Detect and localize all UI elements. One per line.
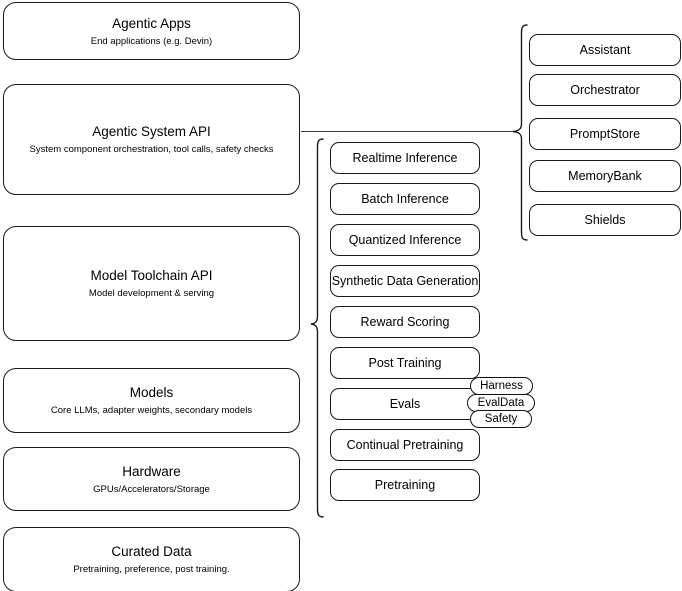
eval-pill-label: EvalData bbox=[477, 397, 525, 409]
layer-box-hardware[interactable]: Hardware GPUs/Accelerators/Storage bbox=[3, 447, 300, 511]
component-label: Shields bbox=[584, 213, 626, 227]
capability-label: Post Training bbox=[368, 356, 442, 370]
capability-box-continual-pretraining[interactable]: Continual Pretraining bbox=[330, 429, 480, 461]
component-label: PromptStore bbox=[569, 127, 641, 141]
layer-box-agentic-apps[interactable]: Agentic Apps End applications (e.g. Devi… bbox=[3, 2, 300, 60]
eval-pill-harness[interactable]: Harness bbox=[470, 377, 533, 395]
component-label: Assistant bbox=[579, 43, 631, 57]
component-label: MemoryBank bbox=[568, 169, 642, 183]
capability-box-reward-scoring[interactable]: Reward Scoring bbox=[330, 306, 480, 338]
brace-toolchain-capabilities bbox=[310, 138, 324, 518]
component-box-assistant[interactable]: Assistant bbox=[529, 34, 681, 66]
eval-pill-label: Safety bbox=[484, 413, 518, 425]
capability-box-synthetic-data-generation[interactable]: Synthetic Data Generation bbox=[330, 265, 480, 297]
capability-label: Quantized Inference bbox=[348, 233, 462, 247]
layer-subtitle: Model development & serving bbox=[88, 288, 215, 299]
capability-box-pretraining[interactable]: Pretraining bbox=[330, 469, 480, 501]
capability-label: Realtime Inference bbox=[352, 151, 458, 165]
capability-label: Pretraining bbox=[374, 478, 436, 492]
layer-box-model-toolchain-api[interactable]: Model Toolchain API Model development & … bbox=[3, 226, 300, 341]
layer-box-agentic-system-api[interactable]: Agentic System API System component orch… bbox=[3, 84, 300, 195]
capability-label: Synthetic Data Generation bbox=[331, 274, 479, 288]
layer-title: Agentic System API bbox=[92, 124, 211, 139]
layer-title: Model Toolchain API bbox=[90, 268, 213, 283]
capability-label: Reward Scoring bbox=[360, 315, 450, 329]
layer-title: Curated Data bbox=[111, 544, 192, 559]
capability-box-post-training[interactable]: Post Training bbox=[330, 347, 480, 379]
layer-title: Hardware bbox=[122, 463, 181, 479]
brace-agentic-system-components bbox=[512, 24, 528, 241]
layer-title: Agentic Apps bbox=[112, 15, 191, 31]
layer-box-curated-data[interactable]: Curated Data Pretraining, preference, po… bbox=[3, 527, 300, 591]
component-label: Orchestrator bbox=[570, 83, 640, 97]
eval-pill-safety[interactable]: Safety bbox=[470, 410, 532, 428]
layer-box-models[interactable]: Models Core LLMs, adapter weights, secon… bbox=[3, 368, 300, 433]
component-box-orchestrator[interactable]: Orchestrator bbox=[529, 74, 681, 106]
layer-title: Models bbox=[129, 385, 174, 400]
capability-box-realtime-inference[interactable]: Realtime Inference bbox=[330, 142, 480, 174]
eval-pill-label: Harness bbox=[480, 380, 523, 392]
layer-subtitle: Pretraining, preference, post training. bbox=[73, 564, 230, 575]
layer-subtitle: System component orchestration, tool cal… bbox=[29, 144, 274, 155]
connector-agentic-system-api-to-components bbox=[301, 131, 513, 133]
component-box-promptstore[interactable]: PromptStore bbox=[529, 118, 681, 150]
capability-label: Evals bbox=[389, 397, 421, 411]
component-box-shields[interactable]: Shields bbox=[529, 204, 681, 236]
layer-subtitle: GPUs/Accelerators/Storage bbox=[93, 483, 210, 495]
capability-label: Continual Pretraining bbox=[346, 438, 464, 452]
capability-box-batch-inference[interactable]: Batch Inference bbox=[330, 183, 480, 215]
capability-box-evals[interactable]: Evals bbox=[330, 388, 480, 420]
layer-subtitle: Core LLMs, adapter weights, secondary mo… bbox=[50, 405, 253, 416]
capability-box-quantized-inference[interactable]: Quantized Inference bbox=[330, 224, 480, 256]
layer-subtitle: End applications (e.g. Devin) bbox=[90, 35, 213, 47]
component-box-memorybank[interactable]: MemoryBank bbox=[529, 160, 681, 192]
capability-label: Batch Inference bbox=[361, 192, 449, 206]
